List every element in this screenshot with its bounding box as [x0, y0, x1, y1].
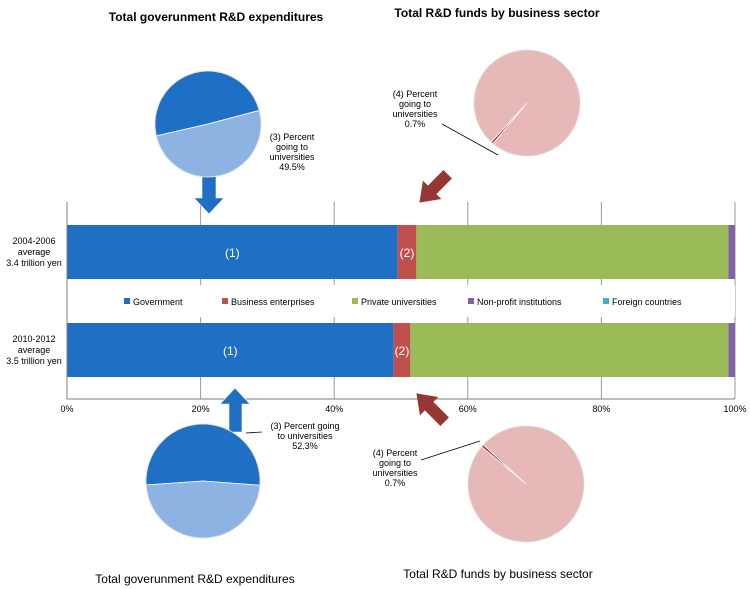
pie-slice: [473, 49, 581, 157]
bar-segment-non-profit-institutions: [728, 225, 735, 279]
x-tick-label: 100%: [723, 404, 746, 414]
category-label: 3.5 trillion yen: [6, 356, 62, 366]
pie-annotation: (4) Percent: [393, 89, 438, 99]
pie-annotation: universities: [372, 468, 418, 478]
bar-data-label: (1): [225, 246, 240, 260]
pie-annotation: (4) Percent: [373, 448, 418, 458]
bar-data-label: (1): [223, 344, 238, 358]
bar-segment-private-universities: [410, 323, 729, 377]
leader-line: [441, 123, 499, 156]
pie-annotation: 0.7%: [405, 119, 426, 129]
category-label: average: [18, 247, 51, 257]
pie-outline: [154, 70, 262, 178]
legend-box: [67, 285, 735, 317]
legend: Government Business enterprises Private un…: [67, 285, 735, 317]
x-axis: 0% 20% 40% 60% 80% 100%: [60, 202, 747, 414]
bar-data-label: (2): [395, 344, 410, 358]
pie-annotation: 0.7%: [385, 478, 406, 488]
pie-annotation: going to: [276, 142, 308, 152]
pie-title: Total R&D funds by business sector: [403, 567, 592, 581]
x-tick-label: 60%: [459, 404, 477, 414]
pie-annotation: going to: [379, 458, 411, 468]
legend-label: Foreign countries: [612, 297, 682, 307]
legend-swatch: [222, 298, 228, 304]
bars: (1) (2) (1) (2): [67, 225, 735, 377]
pie-annotation: 49.5%: [279, 162, 305, 172]
category-label: 3.4 trillion yen: [6, 258, 62, 268]
leader-line: [245, 431, 263, 434]
bar-data-label: (2): [400, 246, 415, 260]
bar-segment-private-universities: [416, 225, 729, 279]
category-label: average: [18, 345, 51, 355]
pie-annotation: (3) Percent going: [270, 421, 339, 431]
category-label: 2010-2012: [12, 334, 55, 344]
arrow-diagonal-icon: [419, 170, 452, 203]
pie-charts: Total goverunment R&D expenditures (3) Pe…: [95, 6, 600, 586]
x-tick-label: 40%: [325, 404, 343, 414]
pie-slice: [467, 425, 585, 543]
legend-label: Government: [133, 297, 183, 307]
pie-annotation: 52.3%: [292, 441, 318, 451]
bar-segment-government: [67, 323, 394, 377]
pie-title: Total R&D funds by business sector: [394, 6, 599, 20]
arrows: [193, 170, 452, 433]
bar-segment-non-profit-institutions: [728, 323, 735, 377]
pie-title: Total goverunment R&D expenditures: [95, 572, 294, 586]
bar-segment-business-enterprises: [393, 323, 411, 377]
legend-label: Non-profit institutions: [477, 297, 562, 307]
pie-title: Total goverunment R&D expenditures: [109, 10, 324, 24]
pie-annotation: to universities: [277, 431, 333, 441]
legend-swatch: [468, 298, 474, 304]
x-tick-label: 0%: [60, 404, 73, 414]
pie-outline: [145, 423, 261, 539]
pie-slice: [145, 423, 261, 486]
x-tick-label: 20%: [192, 404, 210, 414]
category-label: 2004-2006: [12, 236, 55, 246]
pie-chart: Total goverunment R&D expenditures (3) Pe…: [95, 421, 339, 586]
legend-label: Private universities: [361, 297, 437, 307]
pie-annotation: universities: [269, 152, 315, 162]
arrow-up-icon: [219, 387, 251, 433]
pie-annotation: universities: [392, 109, 438, 119]
pie-slice: [145, 480, 261, 539]
pie-chart: Total R&D funds by business sector (4) Pe…: [372, 425, 593, 581]
pie-chart: Total R&D funds by business sector (4) Pe…: [392, 6, 600, 157]
legend-label: Business enterprises: [231, 297, 315, 307]
bar-segment-government: [67, 225, 398, 279]
legend-swatch: [352, 298, 358, 304]
legend-swatch: [603, 298, 609, 304]
pie-chart: Total goverunment R&D expenditures (3) Pe…: [109, 10, 324, 178]
leader-line: [420, 440, 481, 461]
legend-swatch: [124, 298, 130, 304]
arrow-diagonal-icon: [416, 393, 449, 426]
pie-annotation: going to: [399, 99, 431, 109]
bar-segment-business-enterprises: [397, 225, 417, 279]
pie-annotation: (3) Percent: [270, 132, 315, 142]
x-tick-label: 80%: [592, 404, 610, 414]
pie-outline: [473, 49, 581, 157]
pie-outline: [467, 425, 585, 543]
